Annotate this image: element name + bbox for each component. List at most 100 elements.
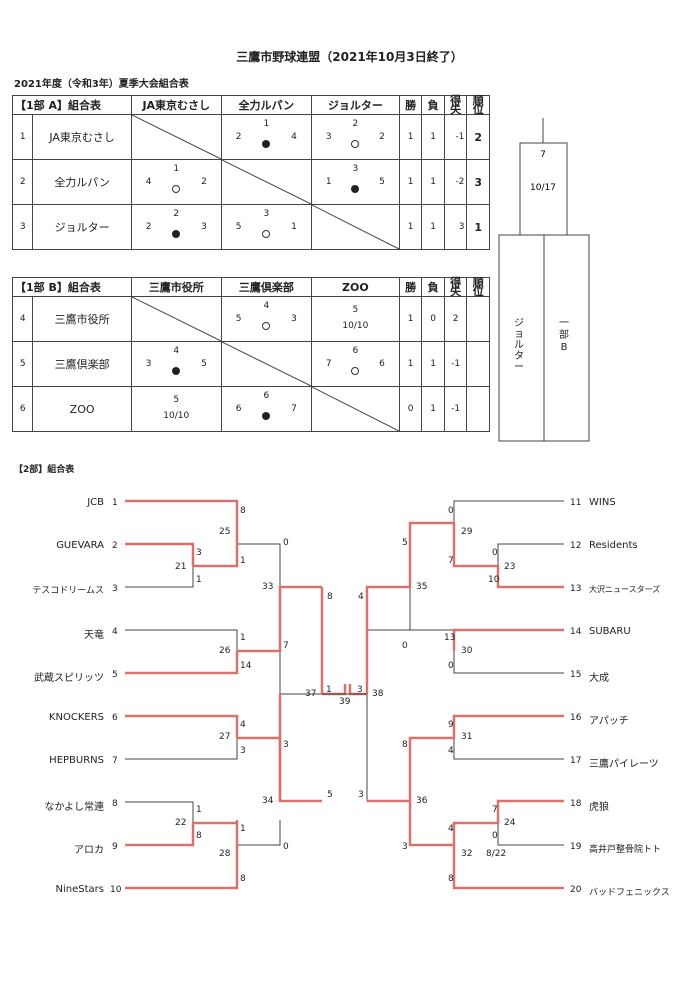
game-number: 2	[352, 119, 359, 129]
score: 1	[240, 633, 246, 643]
game-number: 23	[504, 562, 516, 572]
team-name: SUBARU	[589, 626, 631, 637]
loss-mark-icon	[172, 230, 181, 238]
score: 8	[240, 874, 246, 884]
team-number: 5	[11, 341, 34, 387]
score-left: 4	[145, 177, 152, 187]
score-left: 3	[145, 359, 152, 369]
self-cell	[310, 204, 400, 250]
team-name: 三鷹パイレーツ	[589, 759, 659, 770]
team-number: 14	[570, 627, 582, 637]
score: 4	[448, 824, 454, 834]
team-number: 1	[11, 114, 34, 160]
score-left: 1	[325, 177, 332, 187]
score-right: 2	[201, 177, 207, 187]
self-cell	[310, 386, 400, 432]
score: 0	[283, 538, 289, 548]
team-number: 2	[11, 159, 34, 205]
self-cell	[220, 341, 312, 387]
score: 9	[448, 720, 454, 730]
team-name: アパッチ	[589, 716, 629, 727]
team-name: 高井戸整骨院トト	[589, 845, 662, 855]
team-number: 9	[112, 842, 118, 852]
game-number: 4	[263, 301, 270, 311]
score: 4	[358, 592, 364, 602]
game-number: 39	[339, 697, 351, 707]
game-number: 24	[504, 818, 516, 828]
loss-mark-icon	[262, 412, 271, 420]
game-number: 37	[305, 689, 317, 699]
group-b-col-header: 三鷹倶楽部	[220, 277, 312, 297]
score: 0	[448, 661, 454, 671]
team-number: 3	[112, 584, 118, 594]
score: 1	[240, 824, 246, 834]
team-number: 11	[570, 498, 582, 508]
group-a-col-header: 全力ルパン	[220, 95, 312, 115]
score: 7	[448, 556, 454, 566]
team-name: 大沢ニュースターズ	[589, 585, 661, 594]
score: 8	[448, 874, 454, 884]
tournament-subtitle: 2021年度（令和3年）夏季大会組合表	[14, 79, 189, 90]
score: 3	[196, 548, 202, 558]
team-name: 三鷹倶楽部	[32, 341, 132, 387]
team-name: 武蔵スピリッツ	[34, 673, 104, 684]
score: 3	[240, 746, 246, 756]
game-number: 2	[173, 209, 180, 219]
score: 1	[196, 575, 202, 585]
group-a-label: 【1部 A】組合表	[12, 95, 132, 115]
score: 3	[357, 685, 363, 695]
win-mark-icon	[262, 322, 271, 330]
score: 0	[492, 548, 498, 558]
loss-mark-icon	[351, 185, 360, 193]
game-number: 32	[461, 849, 473, 859]
final-left-team: ジョルター	[514, 318, 524, 373]
final-right-team: 一部B	[559, 318, 569, 353]
game-number: 4	[173, 346, 180, 356]
score: 1	[240, 556, 246, 566]
score: 5	[402, 538, 408, 548]
score-right: 5	[379, 177, 385, 187]
team-number: 20	[570, 885, 582, 895]
group-a-col-header: ジョルター	[310, 95, 400, 115]
game-number: 21	[175, 562, 187, 572]
game-number: 6	[352, 346, 359, 356]
score-right: 1	[291, 222, 297, 232]
game-number: 5	[173, 395, 180, 405]
score: 10	[488, 575, 500, 585]
team-name: GUEVARA	[56, 540, 104, 551]
game-number: 29	[461, 527, 473, 537]
score: 0	[448, 506, 454, 516]
score-left: 2	[145, 222, 152, 232]
game-number: 38	[372, 689, 384, 699]
score: 8	[327, 592, 333, 602]
score-left: 7	[325, 359, 332, 369]
score-left: 6	[235, 404, 242, 414]
team-name: JCB	[87, 497, 104, 508]
score: 1	[196, 805, 202, 815]
team-name: 大成	[589, 673, 609, 684]
game-number: 27	[219, 732, 231, 742]
group-a-col-header: JA東京むさし	[130, 95, 222, 115]
group-a-table: 【1部 A】組合表 JA東京むさし 全力ルパン ジョルター 勝 負 得失 順位 …	[11, 95, 490, 250]
score: 8	[240, 506, 246, 516]
game-date: 8/22	[486, 849, 507, 859]
team-number: 16	[570, 713, 582, 723]
score: 7	[492, 805, 498, 815]
team-number: 15	[570, 670, 582, 680]
team-name: WINS	[589, 497, 616, 508]
group-b-col-header: ZOO	[310, 277, 400, 297]
team-name: 天竜	[84, 630, 104, 641]
team-number: 6	[11, 386, 34, 432]
score: 8	[196, 831, 202, 841]
win-mark-icon	[351, 140, 360, 148]
